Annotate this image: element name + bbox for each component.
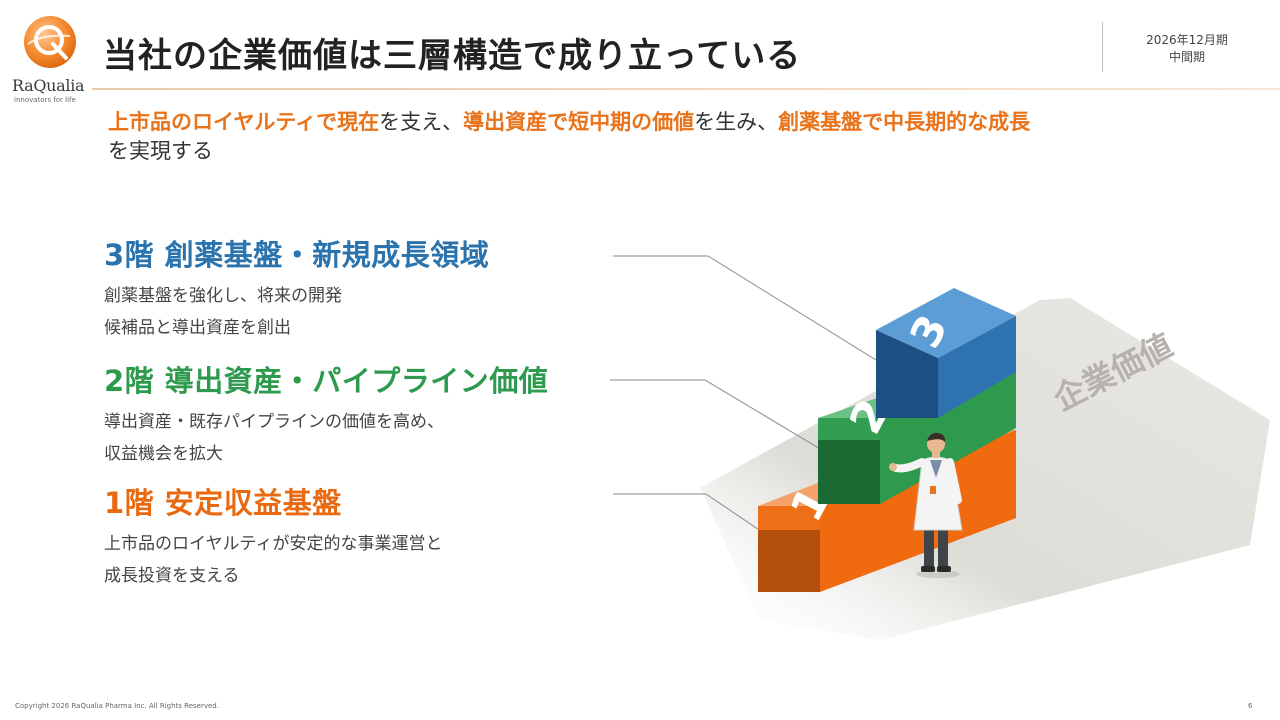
step-2-number: 2 [840,391,899,442]
doctor-figure [889,432,963,578]
value-growth-arrow [700,298,1270,640]
tier-3-desc-line: 創薬基盤を強化し、将来の開発 [104,286,342,306]
lead-text: を生み、 [694,110,779,134]
logo-tagline: innovators for life [14,96,76,104]
tier-3-connector [613,255,906,379]
step-1-block: 1 [758,430,1016,592]
tier-1-connector [613,493,787,549]
raqualia-logo-icon [24,16,76,68]
step-1-number: 1 [781,479,840,530]
page-number: 6 [1248,702,1253,710]
copyright-notice: Copyright 2026 RaQualia Pharma Inc. All … [15,702,219,710]
lead-highlight-mid-term: 導出資産で短中期の価値 [463,110,695,134]
header-rule [92,88,1280,90]
logo-wordmark: RaQualia [12,76,85,95]
value-arrow-label: 企業価値 [1047,326,1178,418]
tier-3-desc-line: 候補品と導出資産を創出 [104,318,291,338]
lead-text: を実現する [108,139,213,163]
tier-2-block: 2階 導出資産・パイプライン価値 導出資産・既存パイプラインの価値を高め、 収益… [104,358,548,470]
tier-2-desc-line: 導出資産・既存パイプラインの価値を高め、 [104,412,444,432]
tier-3-block: 3階 創薬基盤・新規成長領域 創薬基盤を強化し、将来の開発 候補品と導出資産を創… [104,232,489,344]
tier-1-connector-dot [782,544,790,552]
lead-highlight-present: 上市品のロイヤルティで現在 [108,110,380,134]
tier-3-connector-dot [901,374,909,382]
tier-3-title: 3階 創薬基盤・新規成長領域 [104,238,490,272]
header-divider [1102,22,1103,72]
tier-3-description: 創薬基盤を強化し、将来の開発 候補品と導出資産を創出 [104,280,489,344]
company-logo: RaQualia innovators for life [12,14,92,106]
tier-2-desc-line: 収益機会を拡大 [104,444,223,464]
lead-text: を支え、 [379,110,464,134]
lead-highlight-long-term: 創薬基盤で中長期的な成長 [778,110,1031,134]
step-3-block: 3 [876,288,1016,418]
fiscal-period: 2026年12月期 中間期 [1122,32,1252,66]
period-year: 2026年12月期 [1146,33,1228,47]
page-title: 当社の企業価値は三層構造で成り立っている [103,36,802,76]
tier-1-title: 1階 安定収益基盤 [104,486,342,520]
period-term: 中間期 [1168,50,1205,64]
tier-1-description: 上市品のロイヤルティが安定的な事業運営と 成長投資を支える [104,528,442,592]
step-2-block: 2 [818,372,1016,504]
tier-2-connector [610,379,843,463]
lead-statement: 上市品のロイヤルティで現在を支え、導出資産で短中期の価値を生み、創薬基盤で中長期… [108,108,1228,166]
tier-2-description: 導出資産・既存パイプラインの価値を高め、 収益機会を拡大 [104,406,548,470]
tier-1-desc-line: 上市品のロイヤルティが安定的な事業運営と [104,534,443,554]
tier-1-block: 1階 安定収益基盤 上市品のロイヤルティが安定的な事業運営と 成長投資を支える [104,480,442,592]
tier-2-title: 2階 導出資産・パイプライン価値 [104,364,549,398]
step-3-number: 3 [900,307,957,356]
tier-1-desc-line: 成長投資を支える [104,566,240,586]
tier-2-connector-dot [838,458,846,466]
